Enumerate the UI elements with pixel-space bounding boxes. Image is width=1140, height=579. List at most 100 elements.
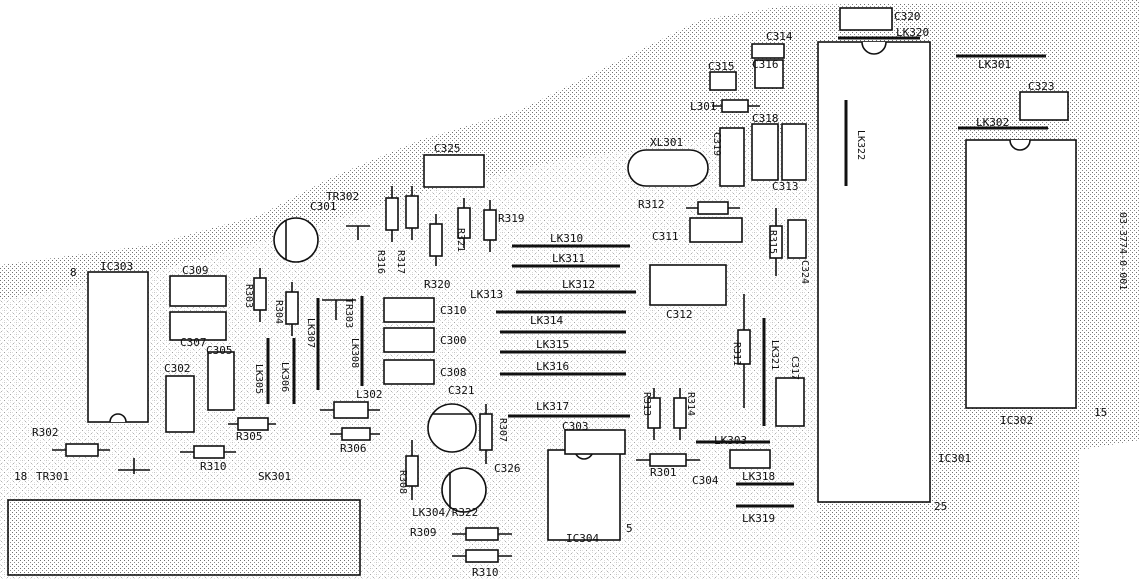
label-c321: C321	[448, 384, 475, 397]
label-tr302: TR302	[326, 190, 359, 203]
label-c311: C311	[652, 230, 679, 243]
label-c326: C326	[494, 462, 521, 475]
label-ic304: IC304	[566, 532, 599, 545]
cap-c311	[689, 217, 743, 243]
label-lk305: LK305	[253, 364, 264, 394]
label-c318: C318	[752, 112, 779, 125]
label-c307: C307	[180, 336, 207, 349]
label-docnum: 03-3774-0-001	[1117, 212, 1128, 290]
cap-c323	[1019, 91, 1069, 121]
label-lk310: LK310	[550, 232, 583, 245]
label-c303: C303	[562, 420, 589, 433]
display-panel	[7, 499, 361, 576]
ic301-body	[817, 41, 931, 503]
label-r319: R319	[498, 212, 525, 225]
label-p25: 25	[934, 500, 947, 513]
cap-c307	[169, 311, 227, 341]
label-r312: R312	[638, 198, 665, 211]
ic303-body	[87, 271, 149, 423]
label-c315: C315	[708, 60, 735, 73]
label-c317: C317	[789, 356, 800, 380]
label-l302: L302	[356, 388, 383, 401]
cap-c326-electrolytic	[441, 467, 487, 513]
cap-c319	[719, 127, 745, 187]
wire-links	[266, 36, 1048, 508]
label-tr301: TR301	[36, 470, 69, 483]
label-r302: R302	[32, 426, 59, 439]
cap-c310	[383, 297, 435, 323]
label-p8: 8	[70, 266, 77, 279]
label-ic302: IC302	[1000, 414, 1033, 427]
cap-c318	[751, 123, 779, 181]
label-r307: R307	[497, 418, 508, 442]
ic302-notch	[1009, 139, 1031, 151]
label-r313: R313	[641, 392, 652, 416]
label-lk319: LK319	[742, 512, 775, 525]
label-lk321: LK321	[769, 340, 780, 370]
label-lk320: LK320	[896, 26, 929, 39]
resistors-horizontal	[52, 99, 760, 563]
label-lk317: LK317	[536, 400, 569, 413]
label-r311: R311	[731, 342, 742, 366]
label-r301: R301	[650, 466, 677, 479]
label-c301: C301	[310, 200, 337, 213]
label-lk306: LK306	[279, 362, 290, 392]
label-r314: R314	[685, 392, 696, 416]
label-ic301: IC301	[938, 452, 971, 465]
label-c323: C323	[1028, 80, 1055, 93]
resistors-vertical	[253, 186, 783, 500]
label-c320: C320	[894, 10, 921, 23]
cap-c301-electrolytic	[273, 217, 319, 263]
label-c319: C319	[711, 132, 722, 156]
cap-c305	[207, 351, 235, 411]
label-tr303: TR303	[343, 298, 354, 328]
cap-c314	[751, 43, 785, 59]
label-lk312: LK312	[562, 278, 595, 291]
label-c302: C302	[164, 362, 191, 375]
label-lk316: LK316	[536, 360, 569, 373]
label-c314: C314	[766, 30, 793, 43]
ic301-notch	[861, 41, 887, 55]
label-lk313: LK313	[470, 288, 503, 301]
label-r304: R304	[273, 300, 284, 324]
cap-c325	[423, 154, 485, 188]
cap-c313	[781, 123, 807, 181]
label-c324: C324	[799, 260, 810, 284]
label-lk318: LK318	[742, 470, 775, 483]
label-c325: C325	[434, 142, 461, 155]
label-c305: C305	[206, 344, 233, 357]
cap-c315	[709, 71, 737, 91]
ic303-notch	[109, 413, 127, 423]
label-lk311: LK311	[552, 252, 585, 265]
label-sk301: SK301	[258, 470, 291, 483]
cap-c321-electrolytic	[427, 403, 477, 453]
label-ic303: IC303	[100, 260, 133, 273]
label-c312: C312	[666, 308, 693, 321]
label-lk302: LK302	[976, 116, 1009, 129]
label-c300: C300	[440, 334, 467, 347]
label-c313: C313	[772, 180, 799, 193]
ic304-body	[547, 449, 621, 541]
label-r310b: R310	[472, 566, 499, 579]
label-p18: 18	[14, 470, 27, 483]
label-r303: R303	[243, 284, 254, 308]
label-xl301: XL301	[650, 136, 683, 149]
transistors	[118, 225, 370, 474]
cap-c302	[165, 375, 195, 433]
cap-c304	[729, 449, 771, 469]
label-r315: R315	[767, 230, 778, 254]
label-lk307: LK307	[305, 318, 316, 348]
ic302-body	[965, 139, 1077, 409]
label-c309: C309	[182, 264, 209, 277]
label-p15: 15	[1094, 406, 1107, 419]
label-r321: R321	[455, 228, 466, 252]
label-lk315: LK315	[536, 338, 569, 351]
cap-c317	[775, 377, 805, 427]
label-r308: R308	[397, 470, 408, 494]
label-lk314: LK314	[530, 314, 563, 327]
label-r306: R306	[340, 442, 367, 455]
cap-c324	[787, 219, 807, 259]
label-r320: R320	[424, 278, 451, 291]
